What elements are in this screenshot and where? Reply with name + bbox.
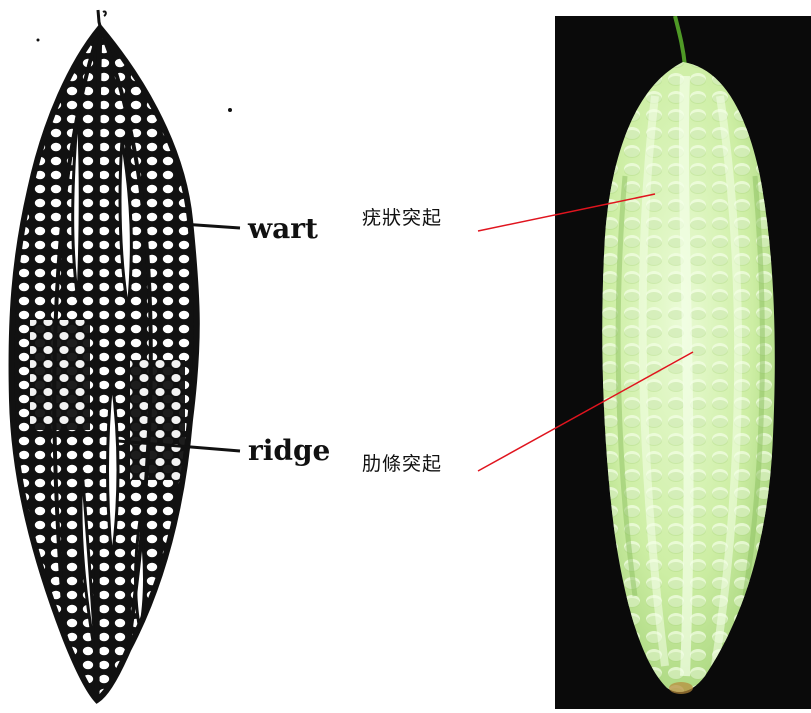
wart-label-zh: 疣狀突起 (362, 209, 442, 228)
ridge-label: ridge (248, 437, 330, 465)
bitter-melon-sketch-panel: wart ridge (0, 0, 340, 709)
wart-label: wart (248, 215, 318, 243)
bitter-melon-photo-icon (555, 16, 811, 709)
photo-stem (675, 16, 685, 66)
blossom-end (669, 682, 693, 694)
bitter-melon-drawing-icon (0, 0, 340, 709)
bitter-melon-photo-panel (555, 16, 811, 709)
ridge-label-zh: 肋條突起 (362, 455, 442, 474)
